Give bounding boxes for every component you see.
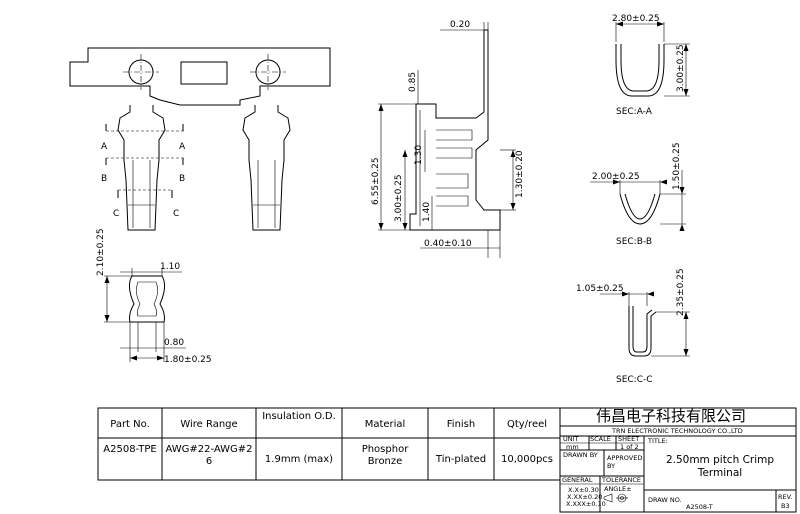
tolerance-label: TOLERANCE: [601, 476, 641, 484]
section-label-b: SEC:B-B: [616, 237, 652, 247]
draw-no-value: A2508-T: [686, 503, 713, 511]
section-marker-a-right: A: [179, 142, 186, 152]
rev-label: REV.: [778, 493, 792, 501]
dim-inner-height: 1.40: [422, 202, 432, 222]
dim-sec-a-width: 2.80±0.25: [612, 14, 660, 24]
dim-sec-b-width: 2.00±0.25: [592, 172, 640, 182]
cell-qty: 10,000pcs: [501, 454, 553, 465]
drawn-by-label: DRAWN BY: [563, 451, 598, 459]
dim-sec-a-height: 3.00±0.25: [676, 44, 686, 92]
dim-right-height: 1.30±0.20: [515, 150, 525, 198]
side-view: 0.20 6.55±0.25 0.85 1.30 3.00±0.25 1.40 …: [371, 20, 525, 258]
header-finish: Finish: [447, 419, 475, 430]
section-marker-b-right: B: [179, 174, 185, 184]
header-part-no: Part No.: [110, 419, 150, 430]
title-label: TITLE:: [647, 437, 668, 445]
dim-step-height: 1.30: [414, 145, 424, 165]
cell-insulation: 1.9mm (max): [265, 454, 333, 465]
strip-window: [180, 61, 228, 85]
tolerance-1: X.X±0.30: [568, 486, 599, 494]
dim-front-height: 2.10±0.25: [96, 228, 106, 276]
drawing-title: 2.50mm pitch Crimp Terminal: [665, 454, 775, 479]
front-view-outline: [128, 275, 166, 323]
front-view: 2.10±0.25 1.10 0.80 1.80±0.25: [96, 228, 212, 365]
section-c-view: 1.05±0.25 2.35±0.25 SEC:C-C: [576, 268, 690, 385]
scale-label: SCALE: [590, 435, 611, 443]
projection-symbol-icon: [603, 493, 628, 503]
cell-material: Phosphor Bronze: [361, 444, 409, 467]
company-name-cn: 伟昌电子科技有限公司: [596, 407, 746, 425]
section-label-a: SEC:A-A: [616, 107, 653, 117]
section-a-view: 2.80±0.25 3.00±0.25 SEC:A-A: [612, 14, 690, 117]
terminal-right: [242, 105, 291, 231]
side-view-body: [409, 29, 501, 231]
carrier-strip: [69, 47, 331, 106]
section-b-view: 2.00±0.25 1.50±0.25 SEC:B-B: [590, 142, 686, 247]
tolerance-3: X.XXX±0.10: [566, 500, 606, 508]
cell-wire-range: AWG#22-AWG#26: [165, 444, 253, 467]
header-wire-range: Wire Range: [180, 419, 237, 430]
dim-base-thickness: 0.40±0.10: [424, 239, 472, 249]
section-marker-a-left: A: [101, 142, 108, 152]
title-block: 伟昌电子科技有限公司 TRN ELECTRONIC TECHNOLOGY CO.…: [559, 407, 797, 513]
unit-label: UNIT: [563, 435, 579, 443]
header-material: Material: [365, 419, 406, 430]
dim-tab-height: 0.85: [408, 72, 418, 92]
section-marker-c-left: C: [113, 209, 119, 219]
section-label-c: SEC:C-C: [616, 375, 653, 385]
cell-finish: Tin-plated: [435, 454, 486, 465]
sheet-value: 1 of 2: [620, 443, 639, 451]
rev-value: B3: [781, 502, 790, 510]
general-label: GENERAL: [562, 476, 593, 484]
dim-sec-c-height: 2.35±0.25: [676, 268, 686, 316]
tolerance-2: X.XX±0.20: [567, 493, 602, 501]
draw-no-label: DRAW NO.: [648, 496, 682, 504]
spec-table: Part No. Wire Range Insulation O.D. Mate…: [97, 407, 561, 481]
header-qty: Qty/reel: [507, 419, 547, 430]
dim-top-thickness: 0.20: [450, 20, 470, 30]
unit-value: mm: [566, 443, 579, 451]
sheet-label: SHEET: [618, 435, 639, 443]
dim-crimp-height: 3.00±0.25: [394, 174, 404, 222]
angle-label: ANGLE±: [604, 485, 632, 493]
carrier-strip-view: A A B B C C: [69, 47, 331, 231]
section-marker-b-left: B: [101, 174, 107, 184]
section-marker-c-right: C: [173, 209, 179, 219]
dim-front-overall-width: 1.80±0.25: [164, 355, 212, 365]
cell-part-no: A2508-TPE: [103, 444, 157, 455]
approved-by-label: APPROVED BY: [607, 454, 643, 470]
dim-front-bottom-width: 0.80: [164, 338, 184, 348]
header-insulation: Insulation O.D.: [262, 411, 336, 422]
terminal-left: [117, 105, 166, 231]
dim-overall-height: 6.55±0.25: [371, 157, 381, 205]
dim-sec-b-height: 1.50±0.25: [672, 142, 682, 190]
dim-front-top-width: 1.10: [160, 262, 180, 272]
company-name-en: TRN ELECTRONIC TECHNOLOGY CO.,LTD: [611, 427, 743, 435]
dim-sec-c-width: 1.05±0.25: [576, 284, 624, 294]
